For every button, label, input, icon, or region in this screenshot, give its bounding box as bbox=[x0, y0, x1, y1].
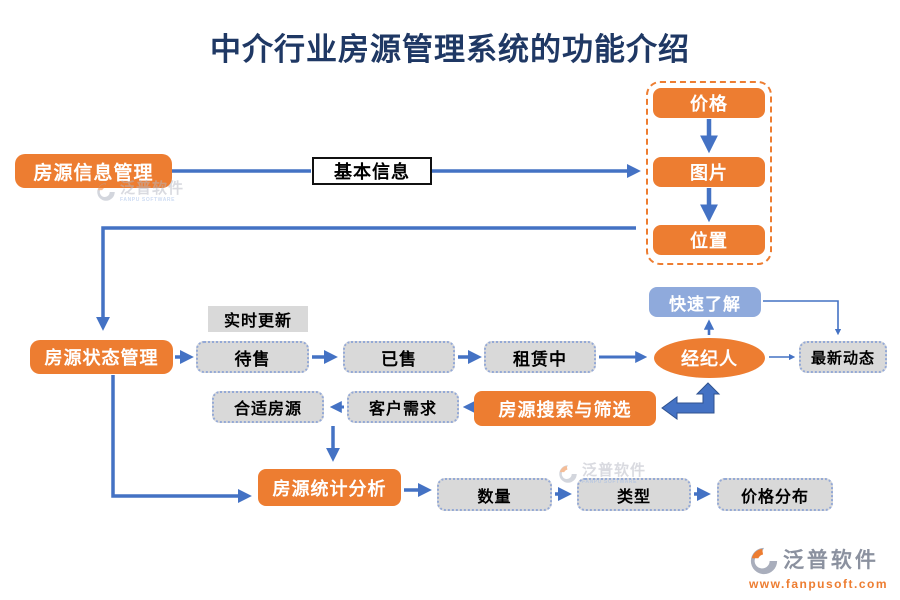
node-customer-demand: 客户需求 bbox=[347, 391, 459, 423]
page-title: 中介行业房源管理系统的功能介绍 bbox=[210, 32, 690, 67]
node-sold: 已售 bbox=[343, 341, 455, 373]
node-latest-news: 最新动态 bbox=[799, 341, 887, 373]
node-price: 价格 bbox=[653, 88, 765, 118]
detail-group-frame bbox=[646, 81, 772, 265]
node-quick-learn: 快速了解 bbox=[649, 287, 761, 317]
arrow-group-statusmgmt bbox=[96, 226, 636, 331]
node-agent: 经纪人 bbox=[654, 338, 765, 378]
node-location: 位置 bbox=[653, 225, 765, 255]
block-arrow-agent-searchfilter bbox=[661, 382, 721, 420]
node-stats-analysis: 房源统计分析 bbox=[258, 469, 401, 506]
brand-name: 泛普软件 bbox=[782, 549, 879, 573]
fanpu-logo-icon bbox=[750, 547, 778, 575]
node-quantity: 数量 bbox=[437, 478, 552, 511]
label-realtime-update: 实时更新 bbox=[208, 306, 308, 332]
node-renting: 租赁中 bbox=[484, 341, 596, 373]
arrow-statusmgmt-stats bbox=[111, 375, 252, 503]
node-housing-info-management: 房源信息管理 bbox=[15, 154, 172, 188]
node-price-distribution: 价格分布 bbox=[717, 478, 833, 511]
node-search-filter: 房源搜索与筛选 bbox=[474, 391, 656, 426]
node-picture: 图片 bbox=[653, 157, 765, 187]
brand-url: www.fanpusoft.com bbox=[748, 577, 888, 591]
node-suitable-housing: 合适房源 bbox=[212, 391, 324, 423]
node-for-sale: 待售 bbox=[196, 341, 309, 373]
footer-brand-block: 泛普软件 www.fanpusoft.com bbox=[749, 546, 888, 591]
node-basic-info: 基本信息 bbox=[312, 157, 432, 185]
arrow-quicklearn-latestnews bbox=[763, 300, 842, 336]
node-type: 类型 bbox=[577, 478, 691, 511]
node-housing-status-management: 房源状态管理 bbox=[30, 340, 173, 374]
